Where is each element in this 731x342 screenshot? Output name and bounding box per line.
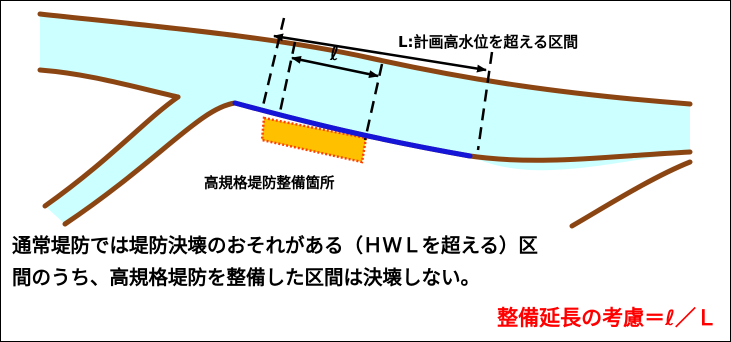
right-branch-bank [569, 159, 693, 229]
tributary-upper-bank [37, 67, 181, 100]
improved-bank-line [232, 100, 473, 159]
explanation-text: 通常堤防では堤防決壊のおそれがある（ＨＷＬを超える）区 間のうち、高規格堤防を整… [12, 230, 724, 294]
river-water [40, 14, 690, 224]
dimension-arrow-l [291, 55, 379, 79]
section-L-left-boundary [260, 17, 286, 111]
explanation-line-1: 通常堤防では堤防決壊のおそれがある（ＨＷＬを超える）区 [12, 234, 538, 257]
dimension-arrow-L [273, 33, 487, 73]
lower-bank [42, 94, 181, 209]
label-l-section: ℓ [329, 43, 339, 65]
section-l-right-boundary [363, 63, 384, 141]
super-levee-area [260, 116, 368, 164]
extension-formula: 整備延長の考慮＝ℓ／Ｌ [497, 306, 717, 330]
label-L-section: L:計画高水位を超える区間 [398, 33, 578, 51]
label-super-levee: 高規格堤防整備箇所 [204, 174, 335, 192]
section-L-right-boundary [476, 51, 494, 151]
explanation-line-2: 間のうち、高規格堤防を整備した区間は決壊しない。 [12, 266, 481, 289]
